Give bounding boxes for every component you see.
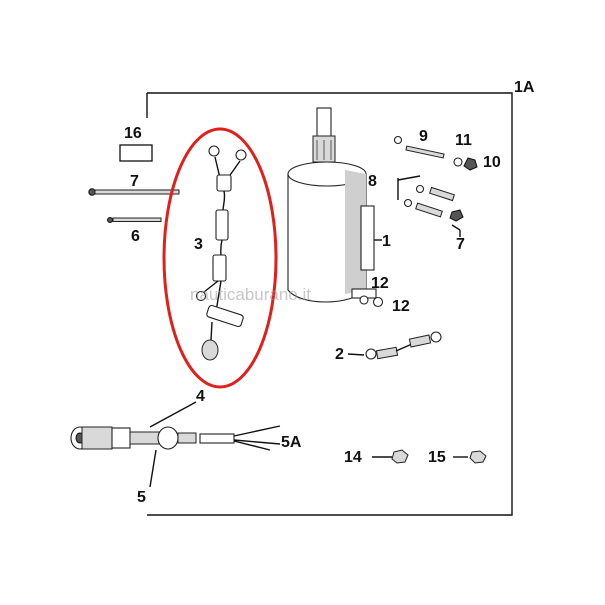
- label-3: 3: [194, 236, 203, 253]
- kit-box: [119, 144, 153, 162]
- leader-4: [149, 401, 197, 428]
- label-6: 6: [131, 228, 140, 245]
- wire-harness: [195, 145, 247, 361]
- label-14: 14: [344, 449, 362, 466]
- leader-8: [451, 224, 461, 231]
- battery-cable: [365, 331, 442, 360]
- label-7: 7: [130, 173, 139, 190]
- assembly-frame: [146, 92, 513, 516]
- label-5: 5: [137, 489, 146, 506]
- label-1A: 1A: [514, 79, 535, 96]
- connector-assembly: [70, 425, 281, 451]
- label-4: 4: [196, 388, 205, 405]
- label-8: 7: [456, 236, 465, 253]
- label-11: 10: [483, 154, 501, 171]
- stud-and-washers: [393, 135, 478, 171]
- screw: [107, 217, 162, 223]
- label-16: 16: [124, 125, 142, 142]
- leader-5: [149, 449, 157, 488]
- label-12-lower: 12: [371, 275, 389, 292]
- label-10: 8: [368, 173, 377, 190]
- through-bolt: [88, 188, 180, 196]
- terminal-hardware: [359, 295, 384, 308]
- label-9: 9: [419, 128, 428, 145]
- nut-14: [372, 449, 409, 464]
- bolts: [403, 184, 464, 222]
- leader-10b: [397, 175, 421, 181]
- watermark: nauticaburano.it: [190, 285, 311, 304]
- label-5A: 5A: [281, 434, 302, 451]
- leader-2: [347, 353, 365, 356]
- highlight-ellipse: [162, 127, 278, 389]
- label-1: 1: [382, 233, 391, 250]
- nut-15: [453, 450, 487, 464]
- label-13: 12: [392, 298, 410, 315]
- label-15: 15: [428, 449, 446, 466]
- starter-motor: [287, 107, 377, 303]
- label-2: 2: [335, 346, 344, 363]
- label-12-top: 11: [455, 132, 472, 149]
